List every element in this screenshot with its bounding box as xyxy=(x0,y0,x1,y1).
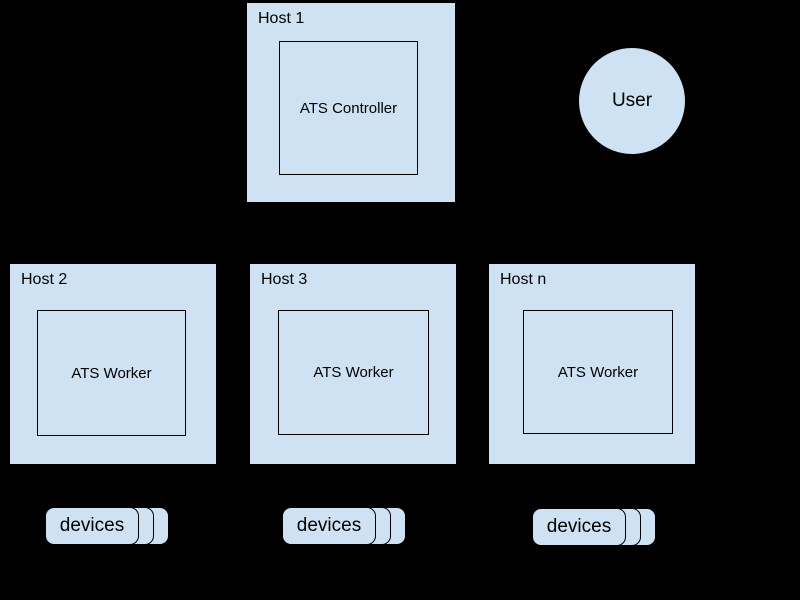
host-n-box: Host n ATS Worker xyxy=(489,264,695,464)
devices-stack-1: devices xyxy=(45,507,169,545)
ats-worker-box-2: ATS Worker xyxy=(278,310,429,435)
ats-controller-label: ATS Controller xyxy=(299,99,398,117)
host-1-box: Host 1 ATS Controller xyxy=(247,3,455,202)
ats-worker-box-1: ATS Worker xyxy=(37,310,186,436)
host-1-label: Host 1 xyxy=(258,10,305,27)
devices-label-1: devices xyxy=(45,507,139,545)
host-3-box: Host 3 ATS Worker xyxy=(250,264,456,464)
host-3-label: Host 3 xyxy=(261,271,308,288)
ats-worker-box-3: ATS Worker xyxy=(523,310,673,434)
ats-worker-label-2: ATS Worker xyxy=(313,364,394,381)
ats-controller-box: ATS Controller xyxy=(279,41,418,175)
host-2-box: Host 2 ATS Worker xyxy=(10,264,216,464)
devices-stack-2: devices xyxy=(282,507,406,545)
user-label: User xyxy=(611,90,653,111)
host-2-label: Host 2 xyxy=(21,271,68,288)
user-circle: User xyxy=(578,47,686,155)
devices-stack-3: devices xyxy=(532,508,656,546)
devices-label-2: devices xyxy=(282,507,376,545)
ats-worker-label-1: ATS Worker xyxy=(71,364,152,382)
ats-worker-label-3: ATS Worker xyxy=(557,363,639,381)
host-n-label: Host n xyxy=(500,271,547,288)
devices-label-3: devices xyxy=(532,508,626,546)
